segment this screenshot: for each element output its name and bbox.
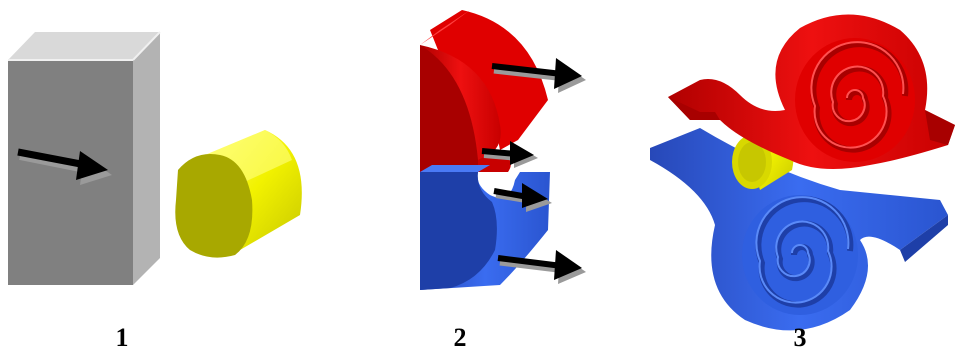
panel-label-2: 2 — [453, 323, 467, 352]
arrow-icon — [491, 58, 586, 93]
yellow-cylinder — [175, 130, 302, 258]
arrow-icon — [481, 141, 538, 168]
blue-spiral-piece — [650, 128, 948, 331]
panel-label-1: 1 — [115, 323, 129, 352]
gray-block — [8, 31, 161, 285]
panel-3-illustration — [650, 14, 955, 331]
panel-label-3: 3 — [793, 323, 807, 352]
arrow-icon — [17, 148, 112, 185]
red-spiral-piece — [668, 14, 955, 170]
red-upper-piece — [420, 10, 548, 172]
arrow-icon — [493, 183, 552, 212]
panel-1-illustration — [8, 31, 302, 285]
blue-lower-piece — [420, 165, 550, 290]
arrow-icon — [497, 250, 586, 284]
panel-2-illustration — [420, 10, 586, 290]
